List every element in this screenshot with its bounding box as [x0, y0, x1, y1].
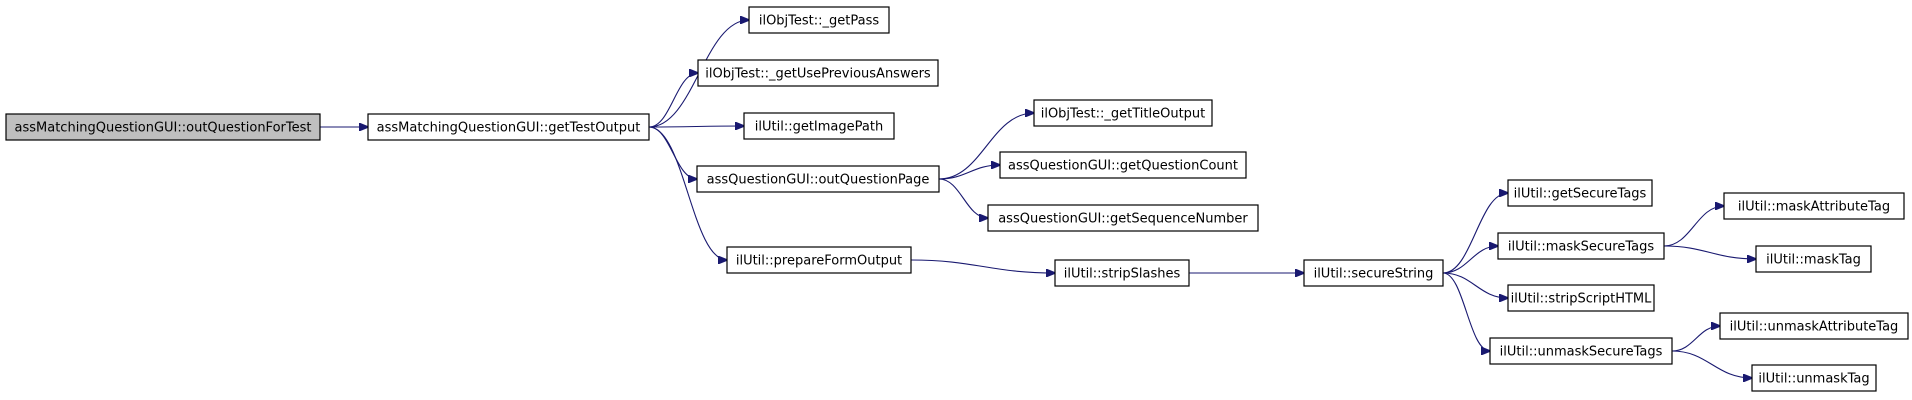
node-label: ilUtil::unmaskTag	[1758, 372, 1869, 387]
node-box	[1033, 99, 1213, 127]
function-node-assquestiongui-getsequencenumber[interactable]: assQuestionGUI::getSequenceNumber	[987, 204, 1259, 232]
nodes-layer: assMatchingQuestionGUI::outQuestionForTe…	[5, 6, 1909, 392]
function-node-ilutil-unmasksecuretags[interactable]: ilUtil::unmaskSecureTags	[1489, 337, 1673, 365]
node-label: ilUtil::stripSlashes	[1064, 267, 1181, 282]
call-edge-n1-n6	[648, 126, 727, 260]
node-label: ilUtil::maskTag	[1766, 253, 1861, 268]
node-label: ilObjTest::_getTitleOutput	[1041, 107, 1206, 122]
node-label: assQuestionGUI::getSequenceNumber	[998, 212, 1248, 227]
node-box	[1719, 312, 1909, 340]
node-box	[696, 165, 940, 193]
function-node-ilutil-maskattributetag[interactable]: ilUtil::maskAttributeTag	[1723, 192, 1905, 220]
node-label: ilUtil::secureString	[1314, 267, 1434, 282]
node-box	[1303, 259, 1444, 287]
function-node-ilutil-stripslashes[interactable]: ilUtil::stripSlashes	[1054, 259, 1190, 287]
node-box	[1507, 284, 1655, 312]
node-box	[748, 6, 890, 34]
node-label: ilObjTest::_getPass	[759, 14, 880, 29]
node-box	[987, 204, 1259, 232]
node-label: assMatchingQuestionGUI::getTestOutput	[377, 121, 641, 136]
node-box	[726, 246, 912, 274]
call-edge-n1-n3	[648, 73, 698, 128]
function-node-ilobjtest-getusepreviousanswers[interactable]: ilObjTest::_getUsePreviousAnswers	[697, 59, 939, 87]
node-label: ilUtil::unmaskAttributeTag	[1730, 320, 1899, 335]
call-edge-n5-n7	[938, 113, 1034, 180]
call-edge-n5-n9	[938, 178, 988, 218]
node-box	[1497, 232, 1665, 260]
call-edge-n6-n10	[910, 259, 1055, 273]
function-node-ilutil-securestring[interactable]: ilUtil::secureString	[1303, 259, 1444, 287]
function-node-ilutil-masksecuretags[interactable]: ilUtil::maskSecureTags	[1497, 232, 1665, 260]
node-label: ilUtil::getSecureTags	[1514, 187, 1647, 202]
call-edge-n15-n18	[1671, 326, 1720, 352]
node-box	[1507, 179, 1653, 207]
node-box	[999, 151, 1247, 179]
function-node-ilutil-getimagepath[interactable]: ilUtil::getImagePath	[743, 112, 895, 140]
node-label: ilUtil::getImagePath	[755, 120, 883, 135]
function-node-ilutil-prepareformoutput[interactable]: ilUtil::prepareFormOutput	[726, 246, 912, 274]
function-node-ilutil-getsecuretags[interactable]: ilUtil::getSecureTags	[1507, 179, 1653, 207]
node-box	[1489, 337, 1673, 365]
edges-layer	[320, 20, 1756, 378]
node-label: assQuestionGUI::outQuestionPage	[707, 173, 930, 188]
node-box	[1755, 245, 1872, 273]
call-edge-n15-n19	[1671, 350, 1752, 378]
node-box	[367, 113, 650, 141]
function-node-ilutil-unmasktag[interactable]: ilUtil::unmaskTag	[1751, 364, 1877, 392]
node-label: assMatchingQuestionGUI::outQuestionForTe…	[15, 121, 312, 136]
node-label: ilUtil::maskSecureTags	[1508, 240, 1654, 255]
call-edge-n11-n13	[1442, 246, 1498, 274]
node-box	[743, 112, 895, 140]
node-box	[1054, 259, 1190, 287]
node-label: ilUtil::prepareFormOutput	[736, 254, 902, 269]
call-edge-n5-n8	[938, 165, 1000, 180]
function-node-assmatchingquestiongui-gettestoutput[interactable]: assMatchingQuestionGUI::getTestOutput	[367, 113, 650, 141]
node-label: ilObjTest::_getUsePreviousAnswers	[705, 67, 931, 82]
call-edge-n1-n4	[648, 126, 744, 127]
function-node-assquestiongui-outquestionpage[interactable]: assQuestionGUI::outQuestionPage	[696, 165, 940, 193]
function-node-ilutil-masktag[interactable]: ilUtil::maskTag	[1755, 245, 1872, 273]
call-edge-n13-n17	[1663, 245, 1756, 259]
node-label: ilUtil::maskAttributeTag	[1738, 200, 1890, 215]
node-box	[1751, 364, 1877, 392]
function-node-ilutil-unmaskattributetag[interactable]: ilUtil::unmaskAttributeTag	[1719, 312, 1909, 340]
node-box	[5, 113, 321, 141]
function-node-assquestiongui-getquestioncount[interactable]: assQuestionGUI::getQuestionCount	[999, 151, 1247, 179]
node-label: ilUtil::unmaskSecureTags	[1500, 345, 1663, 360]
call-edge-n11-n12	[1442, 193, 1508, 274]
node-box	[697, 59, 939, 87]
call-edge-n13-n16	[1663, 206, 1724, 247]
node-label: assQuestionGUI::getQuestionCount	[1008, 159, 1238, 174]
node-label: ilUtil::stripScriptHTML	[1511, 292, 1653, 307]
function-node-ilutil-stripscripthtml[interactable]: ilUtil::stripScriptHTML	[1507, 284, 1655, 312]
function-node-ilobjtest-gettitleoutput[interactable]: ilObjTest::_getTitleOutput	[1033, 99, 1213, 127]
function-node-ilobjtest-getpass[interactable]: ilObjTest::_getPass	[748, 6, 890, 34]
call-edge-n11-n15	[1442, 272, 1490, 351]
node-box	[1723, 192, 1905, 220]
call-edge-n11-n14	[1442, 272, 1508, 298]
root-function-node: assMatchingQuestionGUI::outQuestionForTe…	[5, 113, 321, 141]
